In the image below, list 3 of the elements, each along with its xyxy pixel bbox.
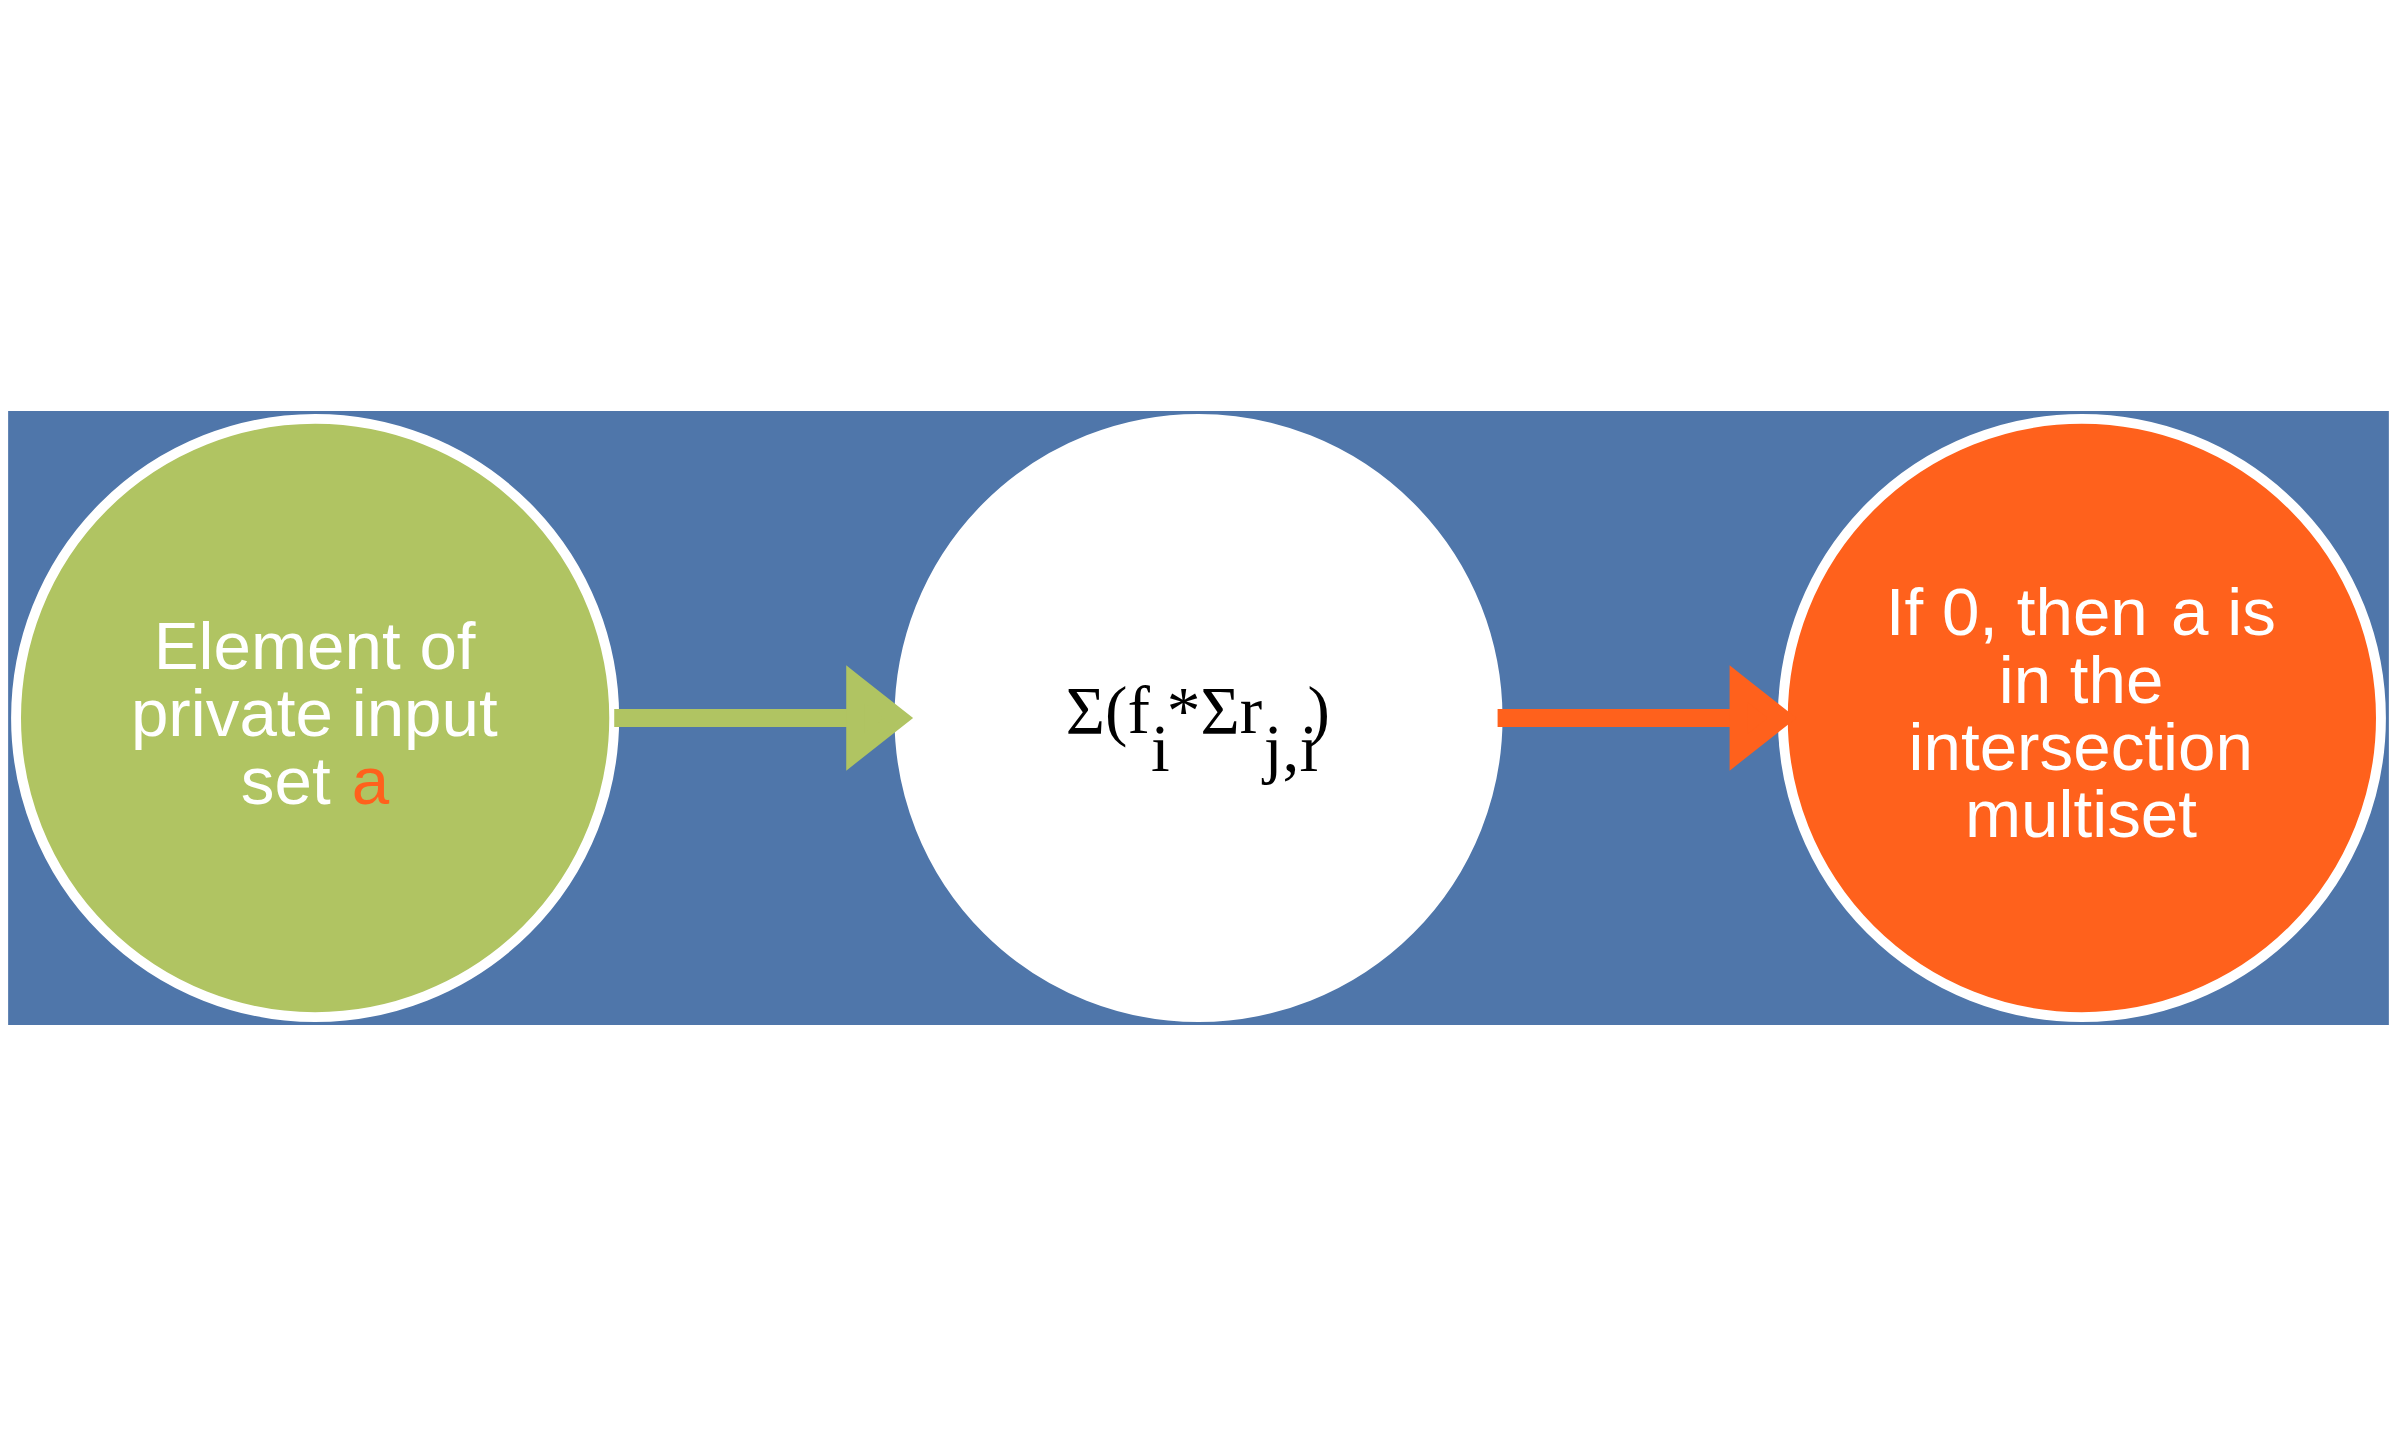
node-circle: Element of private input set a [11, 413, 620, 1022]
node-circle: If 0, then a is in the intersection multiset [1777, 413, 2386, 1022]
arrow [614, 664, 914, 771]
